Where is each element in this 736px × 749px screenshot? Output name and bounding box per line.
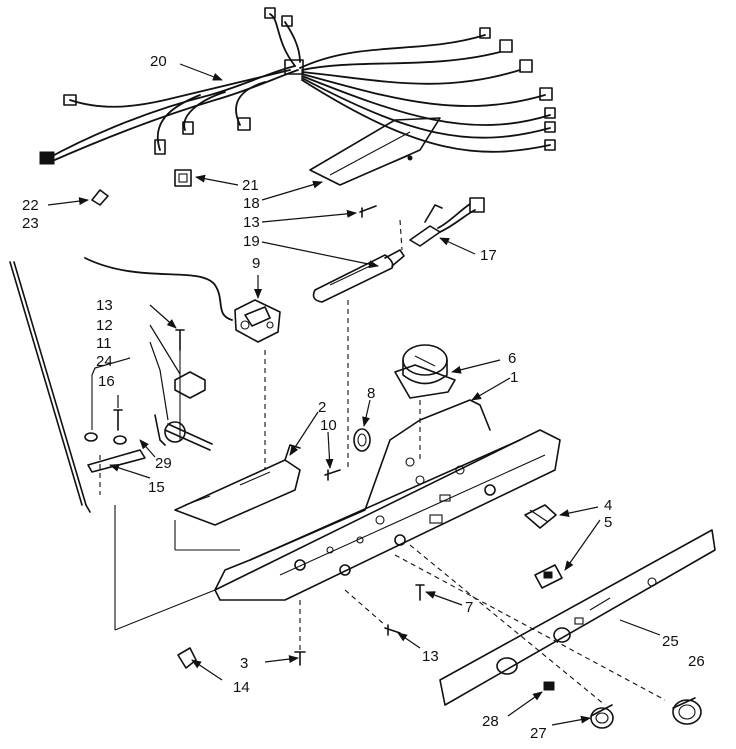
- switch-part-4: [524, 504, 557, 529]
- callout-8: 8: [367, 385, 375, 402]
- callout-1: 1: [510, 369, 518, 386]
- grommet-part: [353, 428, 371, 452]
- callout-12: 12: [96, 317, 113, 334]
- knob-part-27: [590, 704, 614, 729]
- callout-16: 16: [98, 373, 115, 390]
- switch-part-5: [534, 564, 563, 589]
- callout-22: 22: [22, 197, 39, 214]
- callout-26: 26: [688, 653, 705, 670]
- light-socket-part: [409, 197, 485, 247]
- control-housing-part: [214, 399, 561, 601]
- lever-assembly: [84, 329, 213, 473]
- leader-lines: [47, 63, 661, 726]
- callout-2: 2: [318, 399, 326, 416]
- knob-part-26: [672, 697, 702, 725]
- callout-23: 23: [22, 215, 39, 232]
- callout-19: 19: [243, 233, 260, 250]
- callout-14: 14: [233, 679, 250, 696]
- callout-labels: 20 21 18 13 19 17 9 22 23 13 12 11 24 16…: [22, 53, 705, 742]
- callout-3: 3: [240, 655, 248, 672]
- bracket-plate-part: [174, 444, 301, 526]
- callout-7: 7: [465, 599, 473, 616]
- screw-part-10: [324, 469, 341, 481]
- screw-part-13-bottom: [384, 624, 401, 636]
- callout-29: 29: [155, 455, 172, 472]
- alignment-lines: [91, 219, 666, 706]
- callout-6: 6: [508, 350, 516, 367]
- callout-20: 20: [150, 53, 167, 70]
- callout-18: 18: [243, 195, 260, 212]
- defrost-timer-part: [394, 344, 456, 399]
- callout-17: 17: [480, 247, 497, 264]
- callout-11: 11: [96, 335, 112, 352]
- callout-4: 4: [604, 497, 612, 514]
- callout-5: 5: [604, 514, 612, 531]
- screw-part-13-top: [359, 205, 377, 218]
- callout-28: 28: [482, 713, 499, 730]
- control-panel-part: [439, 529, 716, 706]
- callout-24: 24: [96, 353, 113, 370]
- screw-part-7: [415, 584, 425, 601]
- light-bulb-part: [312, 249, 405, 303]
- callout-13-mid: 13: [96, 297, 113, 314]
- knob-insert-part-28: [543, 681, 555, 691]
- callout-15: 15: [148, 479, 165, 496]
- callout-27: 27: [530, 725, 547, 742]
- screw-part-3: [294, 651, 306, 666]
- callout-25: 25: [662, 633, 679, 650]
- clip-part-14: [177, 647, 197, 669]
- callout-13-bottom: 13: [422, 648, 439, 665]
- connector-part-21: [174, 169, 192, 187]
- thermostat-part: [84, 257, 281, 343]
- clip-part-22: [91, 189, 109, 206]
- callout-13-top: 13: [243, 214, 260, 231]
- callout-10: 10: [320, 417, 337, 434]
- callout-9: 9: [252, 255, 260, 272]
- callout-21: 21: [242, 177, 259, 194]
- light-shield-part: [309, 117, 441, 186]
- wiring-harness-part: [39, 7, 556, 165]
- rod-part-23: [9, 261, 91, 513]
